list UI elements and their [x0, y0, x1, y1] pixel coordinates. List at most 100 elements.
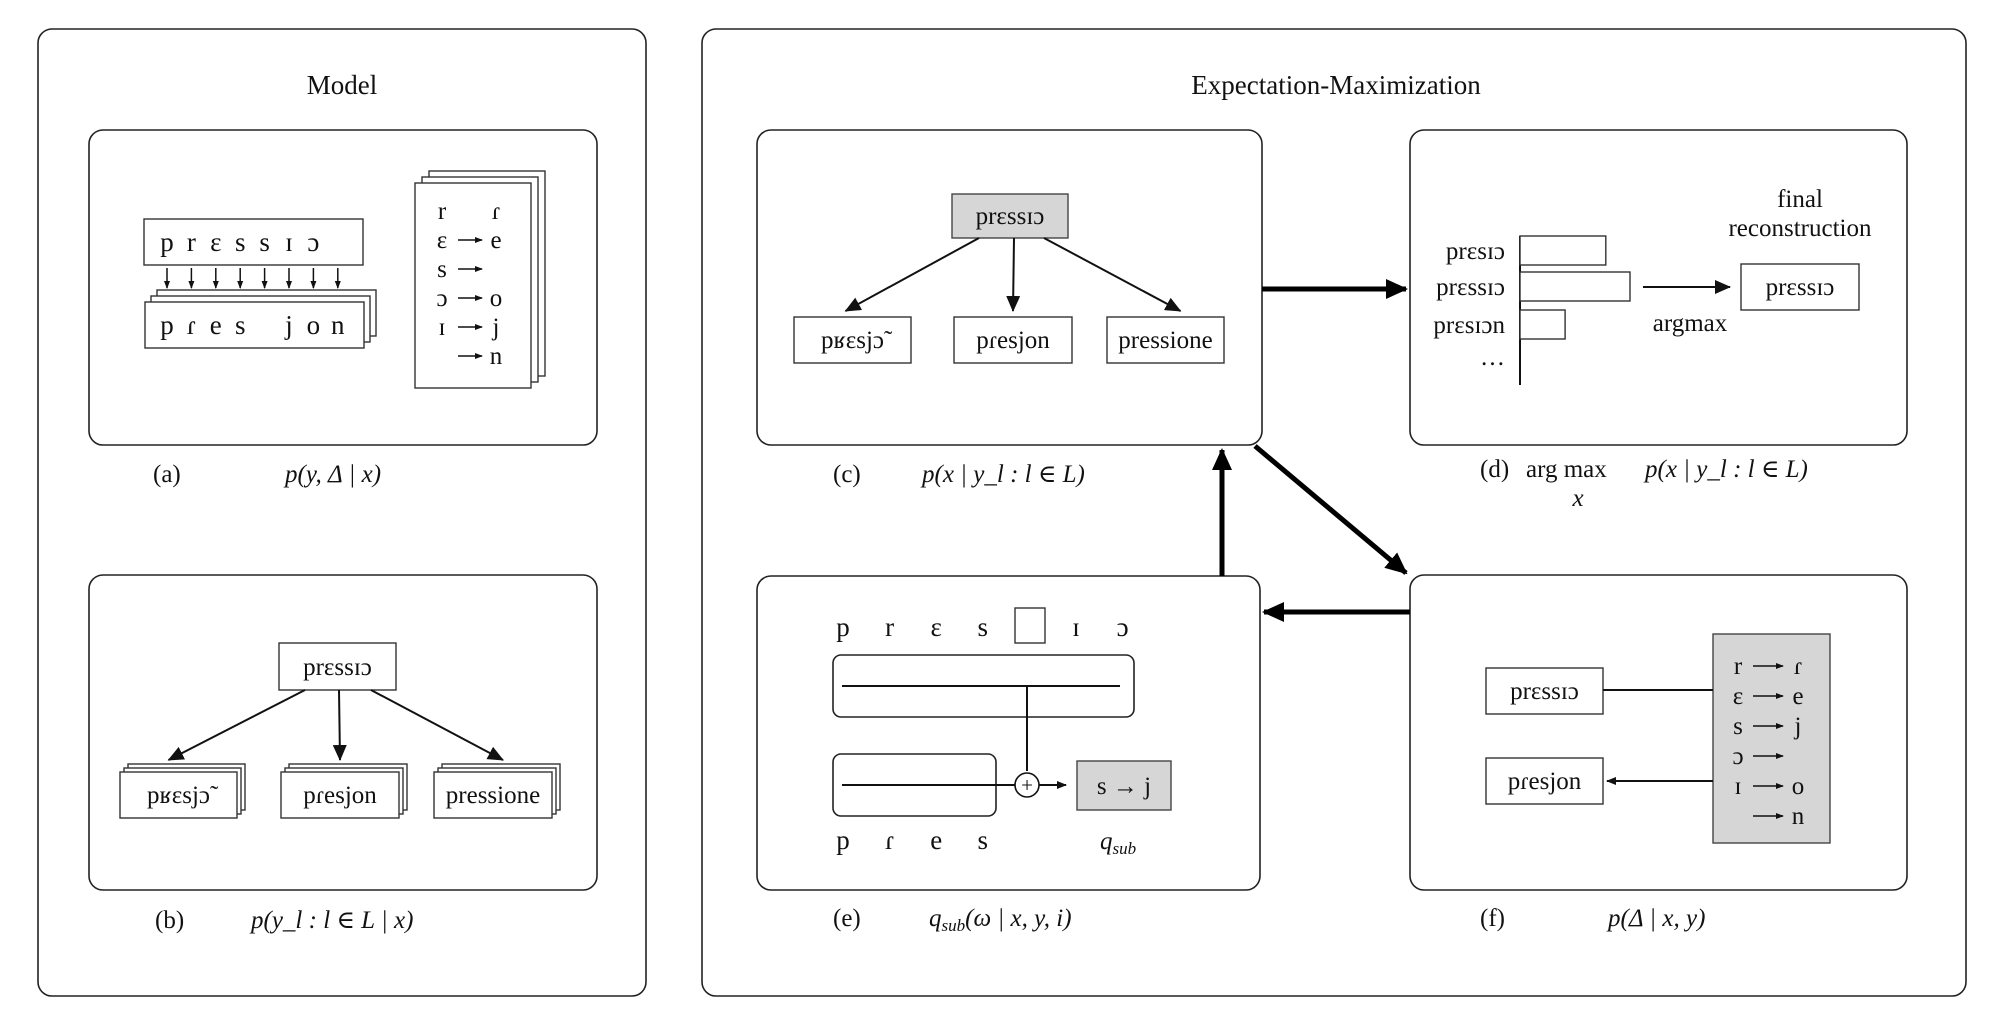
final-reconstruction-box	[1740, 263, 1860, 311]
source-char: r	[187, 227, 196, 257]
candidate-bar	[1519, 235, 1607, 266]
edit-source: r	[1734, 653, 1743, 680]
panel-f-formula: p(Δ | x, y)	[1606, 905, 1705, 932]
panel-c-label: (c)	[833, 461, 861, 488]
panel-d-label: (d)	[1480, 456, 1509, 483]
ancestor-word: prɛssɪɔ	[303, 654, 372, 681]
target-char: ɾ	[885, 825, 894, 855]
descendant-word: pressione	[1118, 327, 1212, 354]
descendant-box	[1106, 316, 1225, 364]
panel-c-frame	[756, 129, 1263, 446]
panel-d-argmax-sub: x	[1571, 485, 1583, 512]
target-char: p	[836, 825, 850, 855]
target-char: s	[978, 825, 989, 855]
edit-target: ɾ	[492, 198, 500, 225]
edit-sequence-box	[1712, 633, 1831, 844]
source-char: ɔ	[307, 227, 319, 257]
target-char: ɾ	[187, 310, 196, 340]
plus-icon: +	[1021, 773, 1033, 797]
inheritance-arrow	[1006, 237, 1021, 312]
final-reconstruction-word: prɛssɪɔ	[1766, 274, 1835, 301]
source-char: ɪ	[1072, 612, 1080, 642]
ancestor-box-highlighted	[951, 193, 1069, 239]
source-char: ɛ	[210, 227, 221, 257]
inheritance-arrow	[1043, 237, 1182, 312]
panel-d-argmax-op: arg max	[1526, 456, 1607, 483]
argmax-label: argmax	[1653, 310, 1728, 337]
em-flow-arrows	[1212, 279, 1410, 622]
input-word: prɛssɪɔ	[1510, 678, 1579, 705]
descendant-box	[280, 771, 400, 819]
descendant-word: pʁɛsjɔ̃	[147, 782, 219, 809]
candidate-label: prɛsɪɔn	[1433, 312, 1505, 339]
panel-e-formula: qsub(ω | x, y, i)	[929, 905, 1072, 935]
result-heading-2: reconstruction	[1728, 215, 1872, 242]
edit-target: o	[490, 285, 503, 312]
more-candidates-ellipsis: …	[1480, 344, 1505, 371]
source-word-box	[143, 218, 364, 266]
source-char: s	[235, 227, 246, 257]
panel-e: prɛssɪɔ + s → j qsub pɾes (e) qsub(ω | x…	[756, 575, 1261, 935]
edit-source: ɪ	[1735, 773, 1742, 800]
edit-target: o	[1792, 773, 1805, 800]
panel-a-formula: p(y, Δ | x)	[283, 461, 381, 488]
edit-source: r	[438, 198, 447, 225]
inheritance-arrow	[332, 689, 347, 761]
descendant-word: pɾesjon	[976, 327, 1050, 354]
panel-b-label: (b)	[155, 907, 184, 934]
panel-a-label: (a)	[153, 461, 181, 488]
edit-target: n	[1792, 803, 1805, 830]
source-char: ɔ	[1117, 612, 1129, 642]
edit-source: s	[1733, 713, 1743, 740]
target-char: o	[307, 310, 321, 340]
ancestor-box	[278, 642, 397, 691]
target-char: n	[331, 310, 345, 340]
target-char: j	[284, 310, 293, 340]
source-char: s	[259, 227, 270, 257]
edit-card	[414, 182, 532, 389]
output-word: pɾesjon	[1508, 768, 1582, 795]
target-char: s	[235, 310, 246, 340]
inheritance-arrow	[167, 689, 306, 761]
panel-f-label: (f)	[1480, 905, 1505, 932]
output-word-box	[1485, 757, 1604, 805]
panel-b-frame	[88, 574, 598, 891]
candidate-bar	[1519, 271, 1631, 302]
panel-e-frame	[756, 575, 1261, 891]
edit-target: e	[490, 227, 501, 254]
descendant-word: pʁɛsjɔ̃	[821, 327, 893, 354]
ancestor-word: prɛssɪɔ	[976, 203, 1045, 230]
source-char: ɪ	[285, 227, 293, 257]
current-position-highlight	[1014, 607, 1046, 644]
edit-target: e	[1792, 683, 1803, 710]
inheritance-arrow	[370, 689, 504, 761]
alignment-arrows	[164, 268, 341, 289]
edit-target: n	[490, 343, 503, 370]
edit-source: ɔ	[436, 285, 447, 312]
target-char: e	[210, 310, 222, 340]
source-char: s	[978, 612, 989, 642]
candidate-label: prɛssɪɔ	[1436, 274, 1505, 301]
source-char: p	[160, 227, 174, 257]
edit-source: ɔ	[1732, 743, 1743, 770]
target-char: p	[160, 310, 174, 340]
edit-source: s	[437, 256, 447, 283]
model-title: Model	[307, 70, 378, 100]
edit-source: ɛ	[1733, 683, 1744, 710]
edit-source: ɛ	[437, 227, 448, 254]
target-char: e	[930, 825, 942, 855]
em-title: Expectation-Maximization	[1191, 70, 1481, 100]
arrow-c-to-f	[1253, 444, 1408, 575]
descendant-word: pressione	[446, 782, 540, 809]
